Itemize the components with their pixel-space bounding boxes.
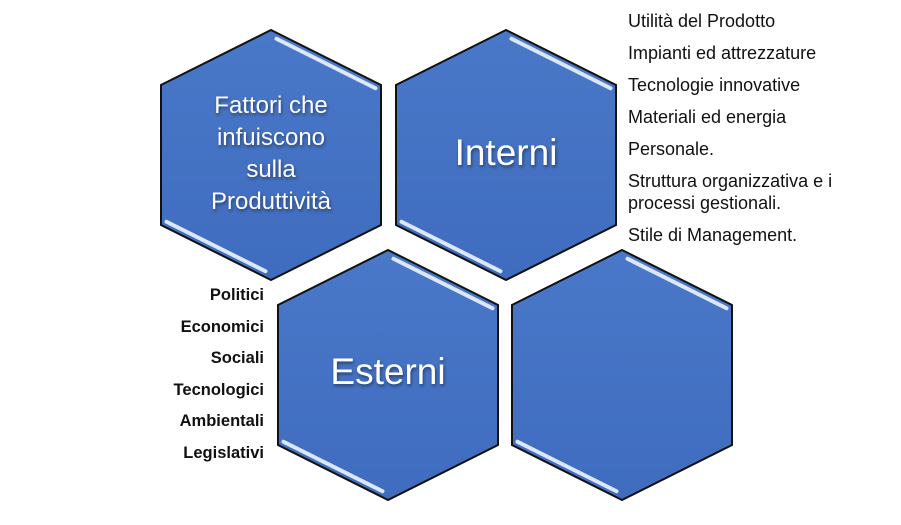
list-item: Struttura organizzativa e i processi ges… [628,171,833,213]
list-item: Stile di Management. [628,225,798,245]
internal-factors-list: Utilità del Prodotto Impianti ed attrezz… [628,10,858,256]
hexagon-highlight [274,36,378,91]
list-item: Impianti ed attrezzature [628,43,817,63]
hexagon-highlight [164,219,268,274]
list-item: Legislativi [183,443,264,462]
hexagon-highlight [509,36,613,91]
hexagon-4 [511,248,733,502]
title-line: Produttività [210,188,332,215]
title-line: Fattori che [214,92,328,119]
list-item: Ambientali [179,412,264,430]
hexagon-3 [277,248,499,502]
list-item: Materiali ed energia [628,107,787,127]
list-item: Politici [209,286,264,304]
list-item: Personale. [628,139,715,159]
list-item: Economici [180,317,264,336]
hexagon-highlight [625,256,729,311]
hexagon-1 [160,28,382,282]
hexagon-highlight [399,219,503,274]
list-item: Utilità del Prodotto [628,11,776,31]
hexagon-title-label: Fattori che infuiscono sulla Produttivit… [171,90,371,218]
external-factors-list: Politici Economici Sociali Tecnologici A… [120,284,264,473]
hexagon-shape [277,248,499,502]
hexagon-shape [511,248,733,502]
hexagon-esterni-label: Esterni [330,351,446,392]
hexagon-highlight [515,439,619,494]
hexagon-2 [395,28,617,282]
hexagon-shape [160,28,382,282]
list-item: Tecnologici [173,380,264,399]
hexagon-shape [395,28,617,282]
list-item: Sociali [210,349,264,367]
hexagon-highlight [391,256,495,311]
title-line: sulla [246,156,296,183]
list-item: Tecnologie innovative [628,75,801,95]
hexagon-highlight [281,439,385,494]
title-line: infuiscono [216,124,326,151]
hexagon-interni-label: Interni [454,132,558,173]
